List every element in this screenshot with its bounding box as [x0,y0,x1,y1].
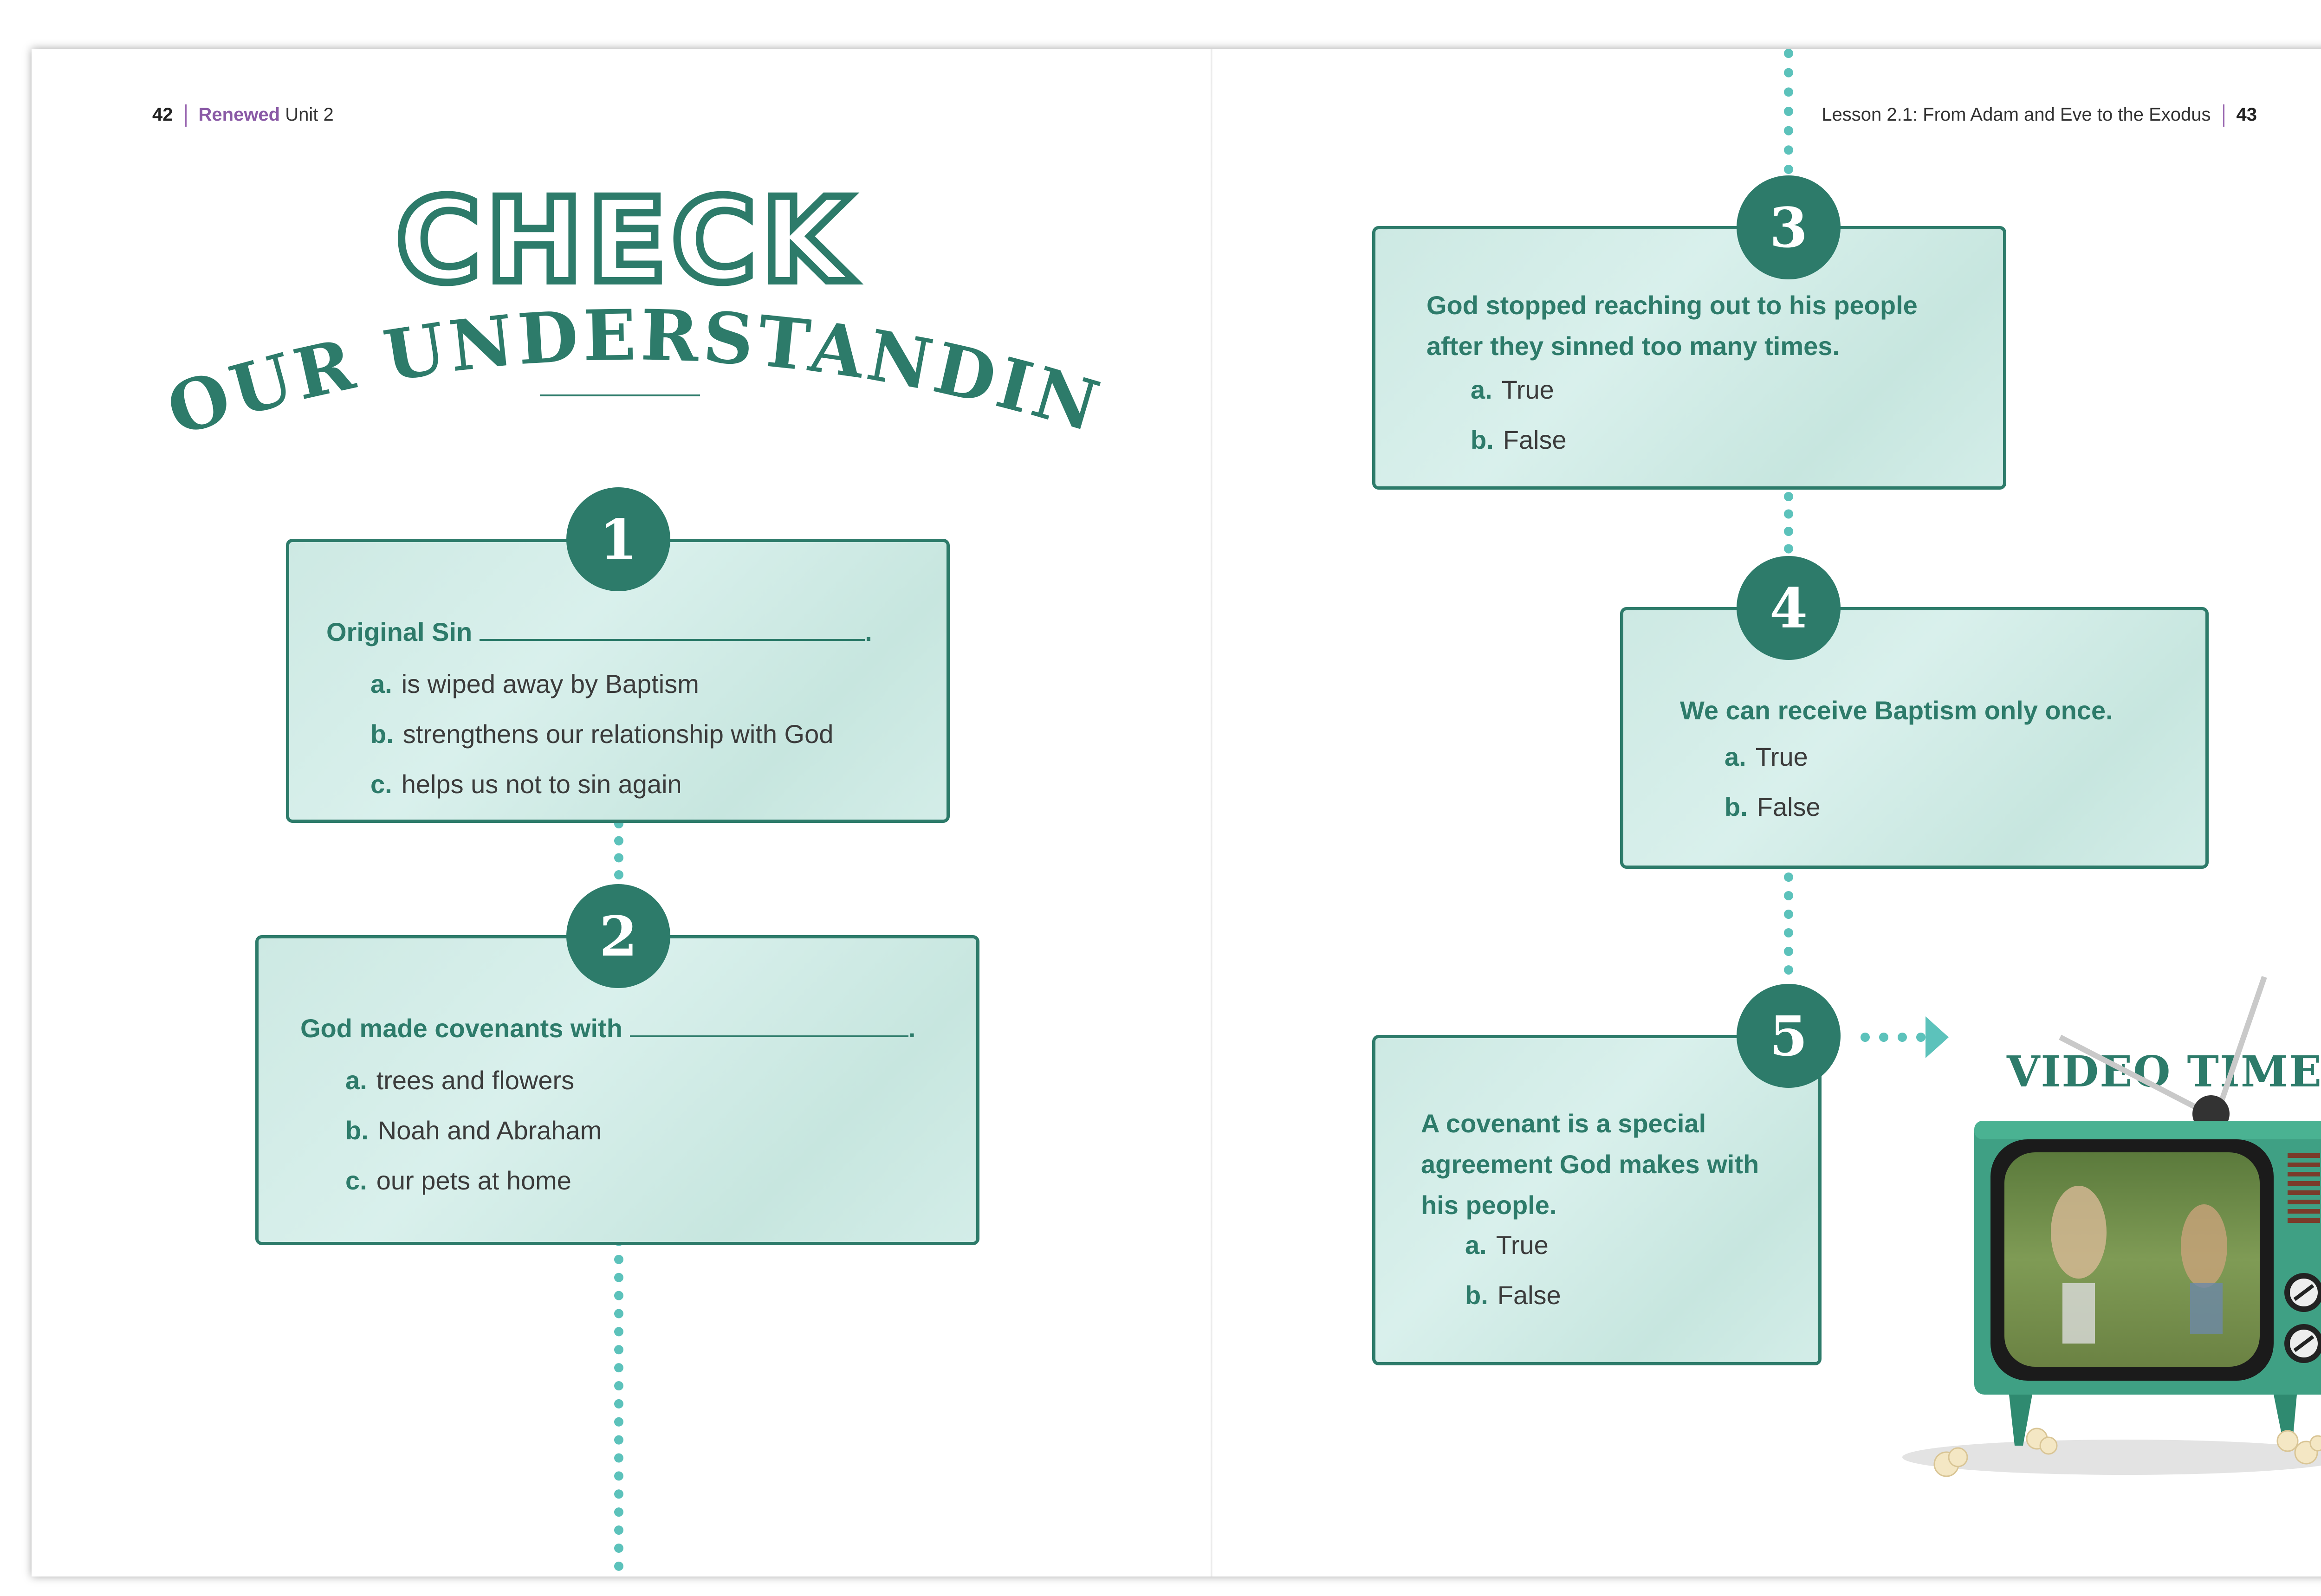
option-c[interactable]: c. helps us not to sin again [370,759,833,809]
left-folio: 42 Renewed Unit 2 [152,104,334,127]
option-key: b. [370,719,394,749]
option-a[interactable]: a. True [1465,1220,1561,1270]
option-key: b. [345,1116,369,1145]
question-text: after they sinned too many times. [1426,331,1840,361]
option-text: trees and flowers [376,1066,575,1095]
option-text: True [1755,742,1808,771]
title-check: CHECK [396,173,856,308]
dotted-connector [614,1237,623,1571]
option-a[interactable]: a. trees and flowers [345,1055,602,1105]
option-b[interactable]: b. Noah and Abraham [345,1105,602,1156]
options-list: a. is wiped away by Baptism b. strengthens… [370,659,833,809]
question-punct: . [865,617,872,646]
arrow-right-icon [1926,1016,1949,1058]
options-list: a. True b. False [1471,365,1567,465]
question-stem: Original Sin. [326,612,872,653]
option-b[interactable]: b. strengthens our relationship with God [370,709,833,759]
option-text: is wiped away by Baptism [401,669,699,698]
option-text: strengthens our relationship with God [402,719,834,749]
option-key: a. [1465,1230,1487,1260]
folio-separator [185,104,187,127]
option-b[interactable]: b. False [1465,1270,1561,1320]
question-text: We can receive Baptism only once. [1680,696,2113,725]
question-stem: God stopped reaching out to his people a… [1426,285,1918,367]
question-number-badge: 1 [566,487,670,591]
option-key: a. [370,669,392,698]
question-number-badge: 5 [1737,984,1841,1088]
page-gutter [1211,49,1212,1577]
option-text: False [1757,792,1821,821]
question-text: agreement God makes with [1421,1150,1759,1179]
option-a[interactable]: a. True [1471,365,1567,415]
dotted-connector [1861,1033,1926,1042]
title-underline [540,394,700,396]
option-b[interactable]: b. False [1471,415,1567,465]
question-number-badge: 4 [1737,556,1841,660]
option-key: b. [1465,1280,1488,1310]
option-key: b. [1471,425,1494,454]
question-card-5: A covenant is a special agreement God ma… [1372,1035,1822,1365]
option-text: Noah and Abraham [377,1116,602,1145]
question-text: his people. [1421,1190,1557,1220]
option-key: b. [1725,792,1748,821]
brand-name: Renewed [198,104,280,125]
unit-label: Unit 2 [285,104,334,125]
option-text: helps us not to sin again [401,769,682,799]
question-stem: God made covenants with. [300,1008,915,1049]
question-number-badge: 3 [1737,175,1841,279]
option-key: c. [345,1166,367,1195]
question-card-4: We can receive Baptism only once. a. True… [1620,607,2209,869]
lesson-title: Lesson 2.1: From Adam and Eve to the Exo… [1822,104,2211,125]
option-a[interactable]: a. True [1725,732,1821,782]
answer-blank[interactable] [480,616,865,641]
dotted-connector [1784,49,1793,174]
dotted-connector [1784,492,1793,571]
option-text: True [1501,375,1554,404]
options-list: a. True b. False [1465,1220,1561,1320]
option-key: a. [345,1066,367,1095]
question-text: Original Sin [326,617,473,646]
option-key: a. [1725,742,1746,771]
dotted-connector [1784,872,1793,1012]
option-text: False [1497,1280,1561,1310]
question-card-3: God stopped reaching out to his people a… [1372,226,2006,490]
option-a[interactable]: a. is wiped away by Baptism [370,659,833,709]
question-number-badge: 2 [566,884,670,988]
option-key: a. [1471,375,1492,404]
option-text: True [1496,1230,1549,1260]
folio-separator [2223,104,2224,127]
tv-icon[interactable] [1884,930,2321,1501]
question-text: God made covenants with [300,1014,622,1043]
option-key: c. [370,769,392,799]
options-list: a. True b. False [1725,732,1821,832]
right-page-number: 43 [2236,104,2257,125]
option-text: our pets at home [376,1166,571,1195]
question-text: A covenant is a special [1421,1109,1706,1138]
answer-blank[interactable] [629,1012,908,1037]
question-text: God stopped reaching out to his people [1426,291,1918,320]
option-c[interactable]: c. our pets at home [345,1156,602,1206]
option-b[interactable]: b. False [1725,782,1821,832]
right-folio: Lesson 2.1: From Adam and Eve to the Exo… [1822,104,2257,127]
page-title-graphic: CHECK YOUR UNDERSTANDING [162,169,1107,452]
left-page-number: 42 [152,104,173,125]
options-list: a. trees and flowers b. Noah and Abraham c… [345,1055,602,1206]
question-punct: . [908,1014,916,1043]
question-stem: A covenant is a special agreement God ma… [1421,1103,1759,1226]
option-text: False [1503,425,1567,454]
question-stem: We can receive Baptism only once. [1680,690,2113,731]
